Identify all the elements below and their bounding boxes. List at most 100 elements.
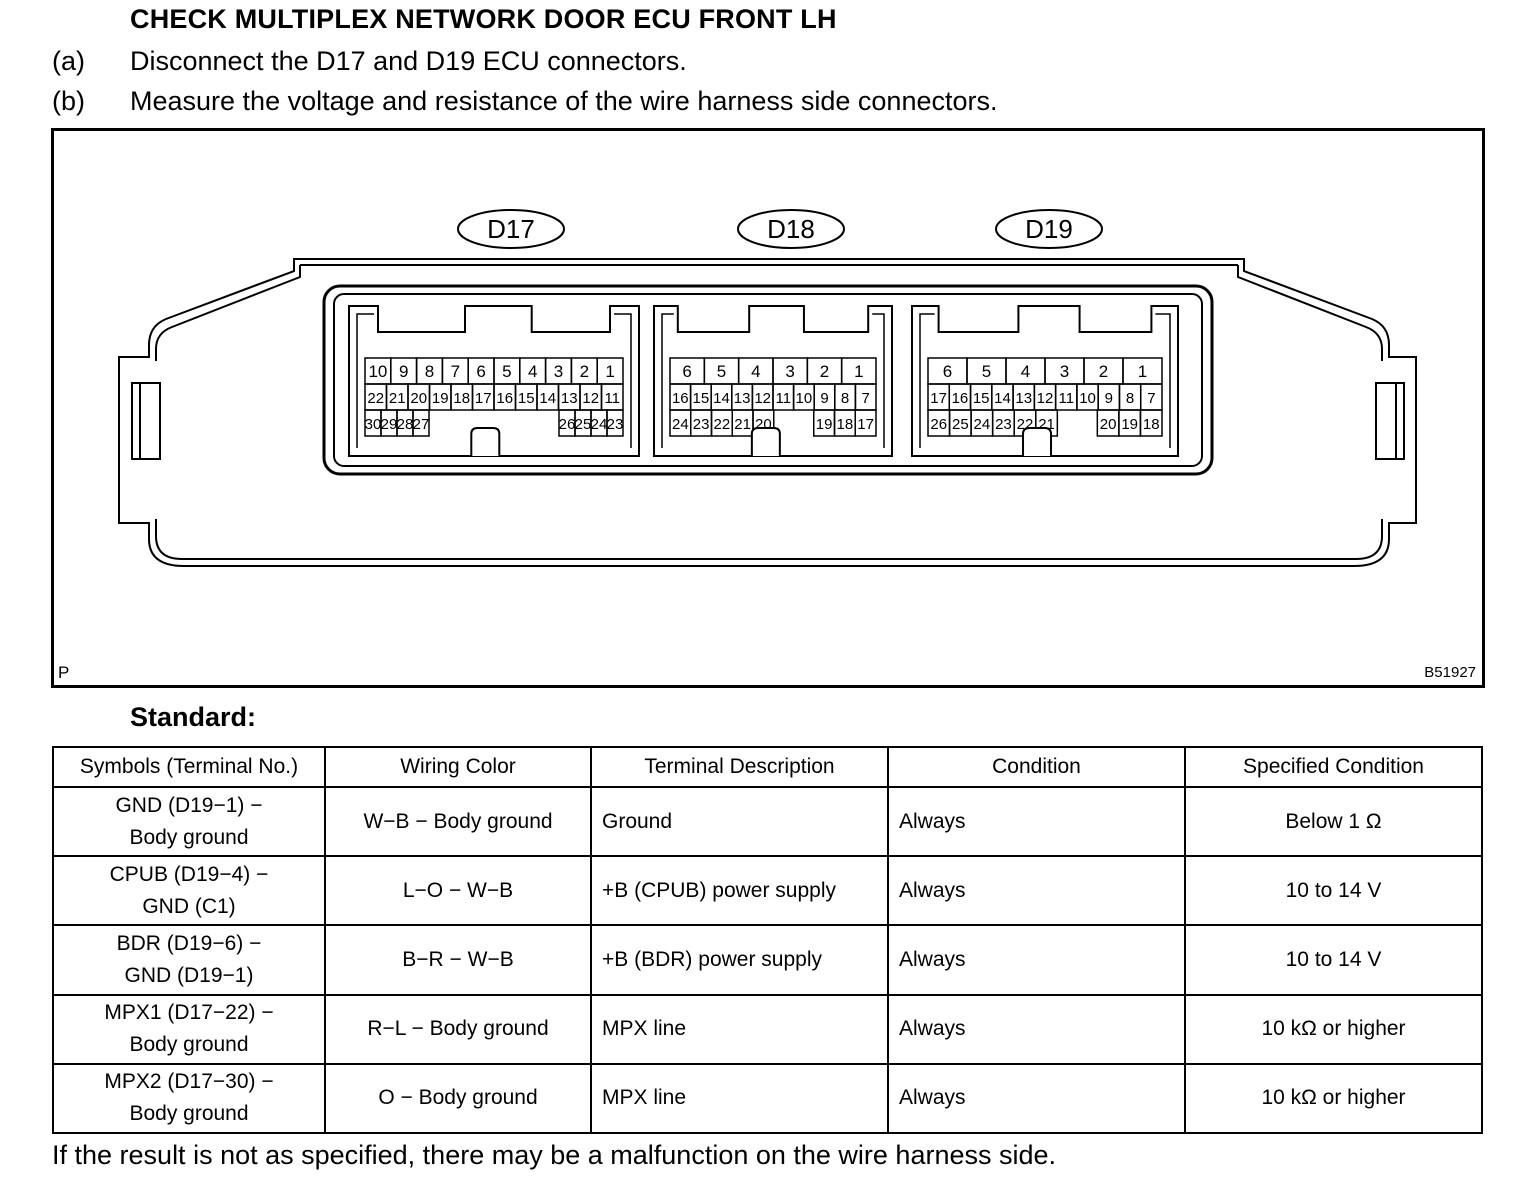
step-a-label: (a) <box>52 46 85 76</box>
pin-number: 6 <box>476 362 485 381</box>
cell-wiring-color: L−O − W−B <box>324 855 592 927</box>
symbol-line: Body ground <box>129 1102 249 1126</box>
table-row: GND (D19−1) −Body ground W−B − Body grou… <box>52 785 1483 858</box>
step-b: (b) Measure the voltage and resistance of… <box>52 86 997 117</box>
pin-number: 23 <box>995 416 1012 433</box>
pin-number: 10 <box>368 362 387 381</box>
page-heading: CHECK MULTIPLEX NETWORK DOOR ECU FRONT L… <box>130 4 837 34</box>
symbol-line: Body ground <box>129 825 249 849</box>
connector-label-oval <box>737 209 845 249</box>
figure-corner-label: P <box>58 663 70 682</box>
pin-number: 12 <box>582 390 599 407</box>
pin-number: 18 <box>453 390 470 407</box>
pin-number: 5 <box>502 362 511 381</box>
cell-description: +B (BDR) power supply <box>590 924 889 996</box>
connector-housing <box>653 305 893 457</box>
pin-number: 19 <box>1121 416 1138 433</box>
footer-note: If the result is not as specified, there… <box>52 1140 1057 1170</box>
pin-number: 14 <box>994 390 1011 407</box>
pin-number: 15 <box>973 390 990 407</box>
pin-number: 12 <box>754 390 771 407</box>
header-specified-condition: Specified Condition <box>1184 746 1483 788</box>
pin-number: 27 <box>413 416 430 433</box>
pin-cell <box>1139 409 1163 437</box>
table-header-row: Symbols (Terminal No.) Wiring Color Term… <box>52 746 1483 788</box>
symbol-line: GND (C1) <box>142 894 236 918</box>
pin-number: 3 <box>785 362 794 381</box>
pin-number: 5 <box>982 362 991 381</box>
pin-number: 26 <box>930 416 947 433</box>
pin-number: 11 <box>1058 390 1074 407</box>
table-row: MPX2 (D17−30) −Body ground O − Body grou… <box>52 1062 1483 1135</box>
pin-number: 5 <box>717 362 726 381</box>
pin-number: 28 <box>397 416 414 433</box>
pin-number: 3 <box>554 362 563 381</box>
pin-number: 2 <box>820 362 829 381</box>
pin-cell <box>854 409 877 437</box>
pin-number: 9 <box>1105 390 1113 407</box>
cell-wiring-color: R−L − Body ground <box>324 993 592 1065</box>
cell-condition: Always <box>887 855 1186 927</box>
pin-number: 13 <box>1015 390 1032 407</box>
cell-specified: Below 1 Ω <box>1184 785 1483 858</box>
symbol-line: GND (D19−1) <box>124 963 254 987</box>
step-b-label: (b) <box>52 86 85 116</box>
pin-number: 4 <box>528 362 537 381</box>
pin-number: 9 <box>820 390 828 407</box>
cell-specified: 10 to 14 V <box>1184 924 1483 996</box>
pin-number: 10 <box>796 390 813 407</box>
pin-number: 16 <box>496 390 513 407</box>
connector-label: D18 <box>767 214 815 244</box>
pin-number: 26 <box>559 416 576 433</box>
cell-specified: 10 to 14 V <box>1184 855 1483 927</box>
pin-cell <box>606 409 624 437</box>
pin-number: 18 <box>837 416 854 433</box>
symbol-line: GND (D19−1) − <box>115 793 263 817</box>
pin-number: 16 <box>952 390 969 407</box>
connector-housing <box>348 305 640 457</box>
pin-number: 3 <box>1060 362 1069 381</box>
connector-key <box>1022 427 1053 456</box>
pin-number: 14 <box>713 390 730 407</box>
pin-number: 21 <box>389 390 406 407</box>
pin-number: 8 <box>1126 390 1134 407</box>
pin-number: 21 <box>734 416 751 433</box>
cell-specified: 10 kΩ or higher <box>1184 993 1483 1065</box>
header-symbols: Symbols (Terminal No.) <box>52 746 326 788</box>
cell-description: Ground <box>590 785 889 858</box>
pin-number: 7 <box>862 390 870 407</box>
pin-number: 10 <box>1079 390 1096 407</box>
pin-number: 2 <box>580 362 589 381</box>
pin-number: 23 <box>693 416 710 433</box>
pin-number: 1 <box>605 362 614 381</box>
connector-key <box>470 427 501 456</box>
pin-number: 20 <box>1100 416 1117 433</box>
pin-number: 17 <box>475 390 492 407</box>
pin-number: 13 <box>734 390 751 407</box>
cell-symbol: CPUB (D19−4) −GND (C1) <box>52 855 326 927</box>
cell-symbol: BDR (D19−6) −GND (D19−1) <box>52 924 326 996</box>
cell-symbol: GND (D19−1) − Body ground <box>52 785 326 858</box>
symbol-line: MPX1 (D17−22) − <box>104 1001 274 1025</box>
cell-specified: 10 kΩ or higher <box>1184 1062 1483 1135</box>
pin-number: 2 <box>1099 362 1108 381</box>
step-b-text: Measure the voltage and resistance of th… <box>130 86 998 116</box>
pin-number: 4 <box>1021 362 1030 381</box>
pin-number: 25 <box>952 416 969 433</box>
cell-description: +B (CPUB) power supply <box>590 855 889 927</box>
pin-number: 29 <box>381 416 398 433</box>
pin-number: 6 <box>682 362 691 381</box>
connector-label: D19 <box>1025 214 1073 244</box>
pin-cell <box>412 409 430 437</box>
pin-number: 8 <box>425 362 434 381</box>
cell-condition: Always <box>887 1062 1186 1135</box>
cell-description: MPX line <box>590 1062 889 1135</box>
pin-number: 1 <box>1138 362 1147 381</box>
header-wiring-color: Wiring Color <box>324 746 592 788</box>
cell-wiring-color: O − Body ground <box>324 1062 592 1135</box>
specification-table: Symbols (Terminal No.) Wiring Color Term… <box>52 746 1483 1135</box>
pin-number: 24 <box>974 416 991 433</box>
connector-label-oval <box>995 209 1103 249</box>
